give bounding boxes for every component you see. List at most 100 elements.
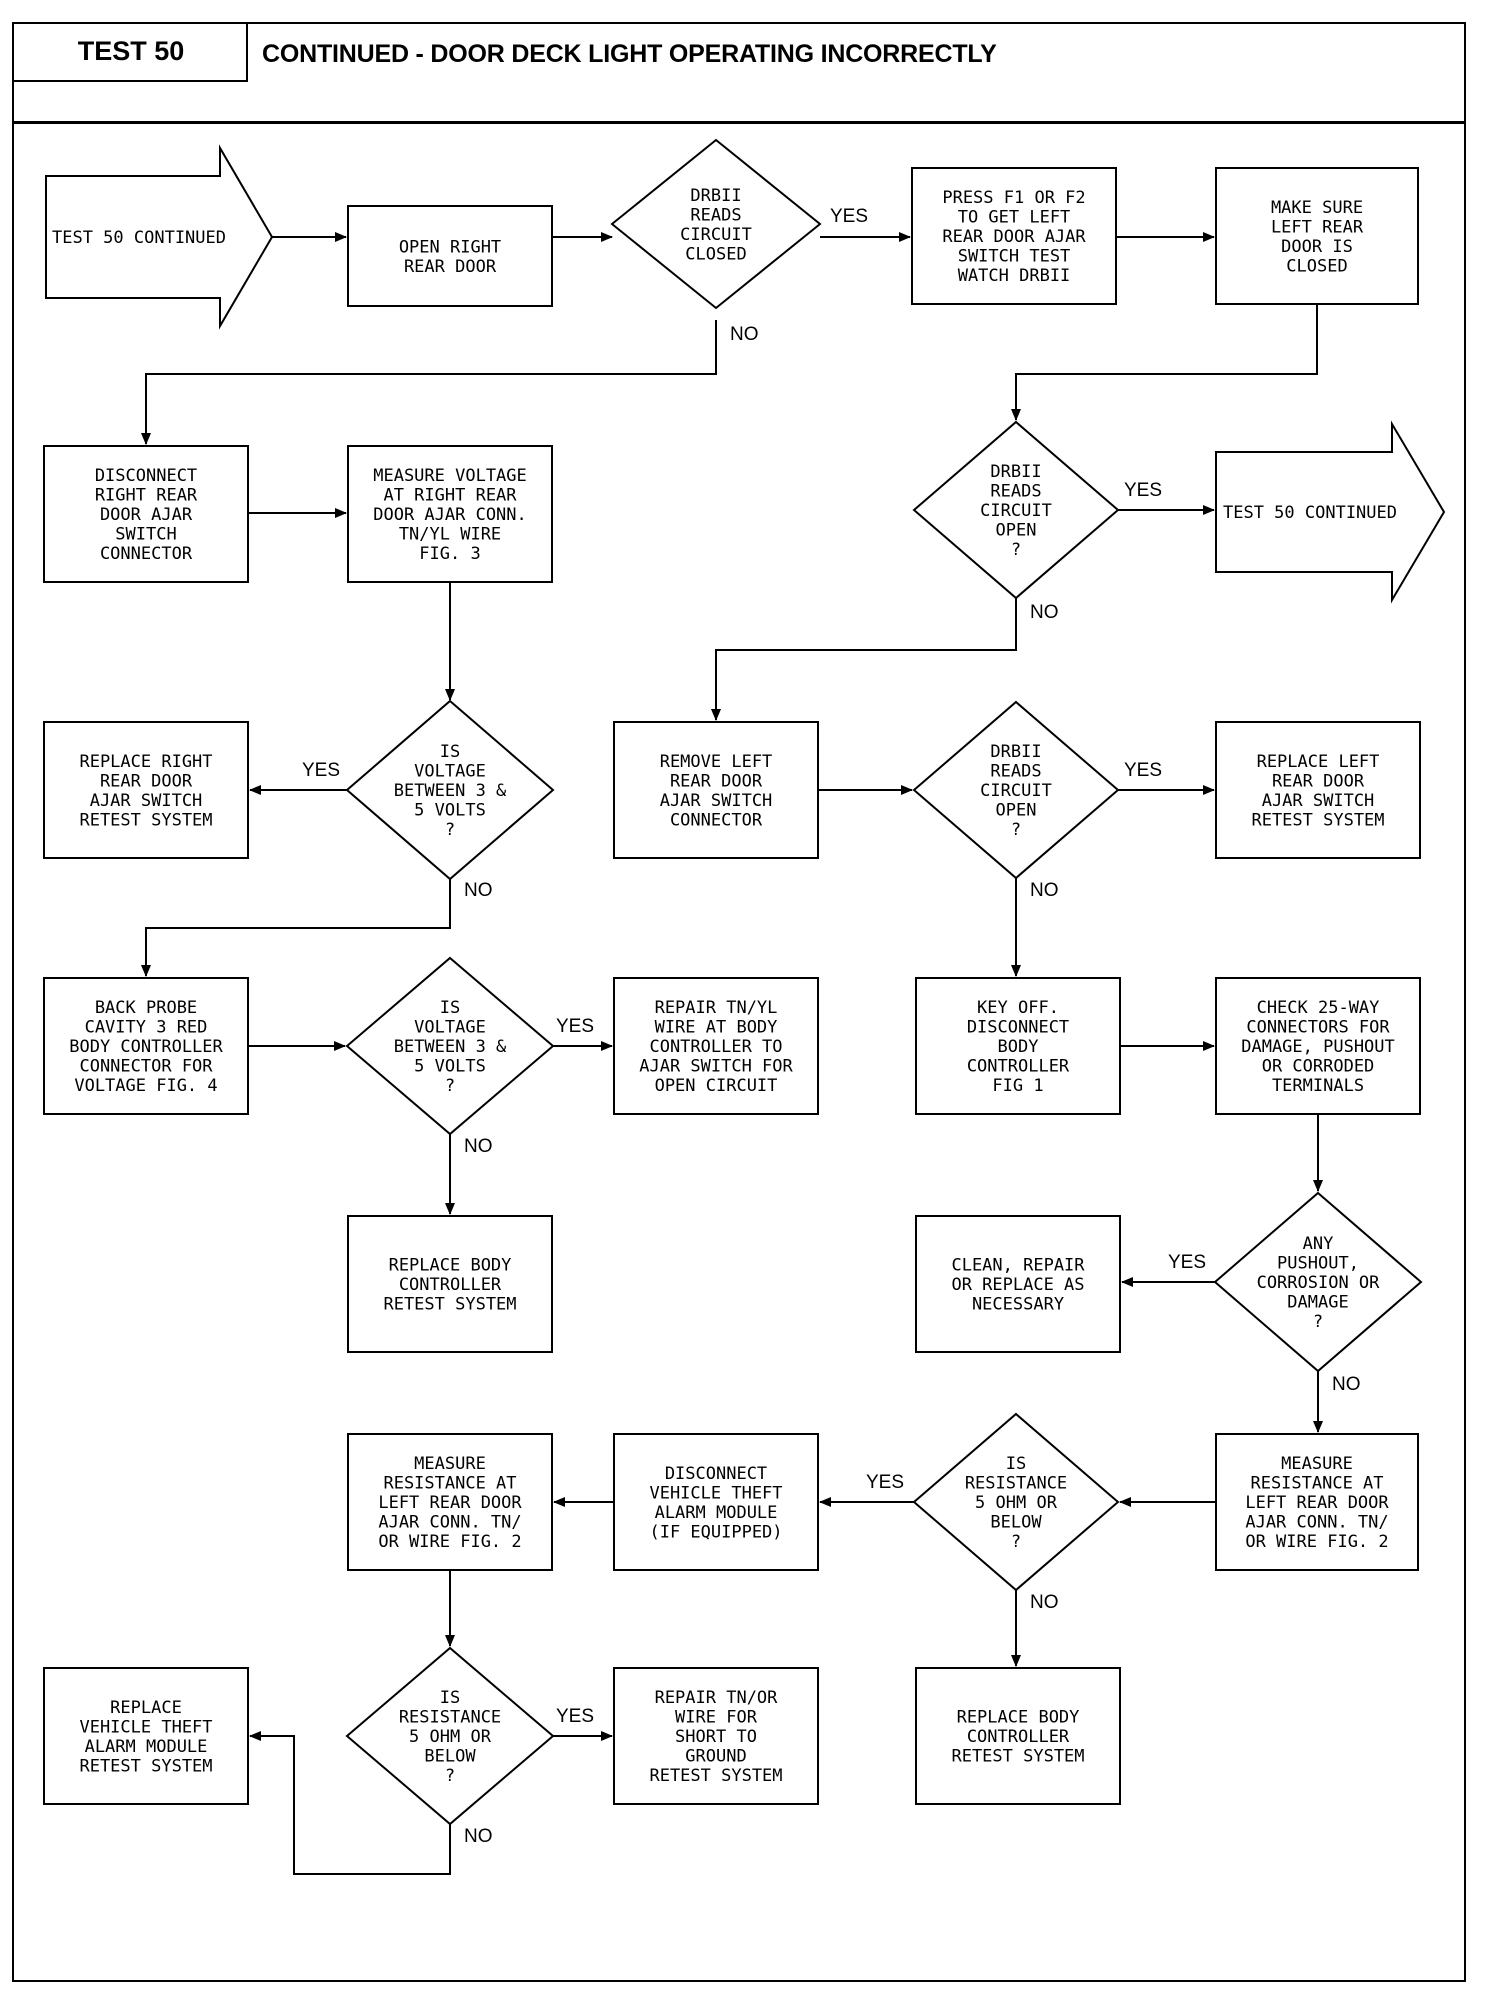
node-label: DOOR AJAR CONN. <box>373 505 527 525</box>
node-label: VOLTAGE <box>414 762 486 782</box>
process-box <box>347 445 553 583</box>
edge-label: NO <box>1030 1592 1059 1613</box>
node-label: AT RIGHT REAR <box>383 486 517 506</box>
edge-label: NO <box>1030 602 1059 623</box>
node-label: CONTROLLER TO <box>649 1037 782 1057</box>
node-label: REPLACE LEFT <box>1257 752 1380 772</box>
node-label: CONNECTORS FOR <box>1246 1018 1390 1038</box>
edge-label: YES <box>556 1016 594 1037</box>
process-box <box>347 1215 553 1353</box>
process-box <box>915 1667 1121 1805</box>
node-label: DAMAGE, PUSHOUT <box>1241 1037 1395 1057</box>
node-label: BETWEEN 3 & <box>394 781 507 801</box>
node-label: TO GET LEFT <box>958 208 1071 228</box>
node-label: MAKE SURE <box>1271 198 1363 218</box>
node-label: REMOVE LEFT <box>660 752 773 772</box>
node-label: RETEST SYSTEM <box>951 1747 1084 1767</box>
node-label: REAR DOOR <box>1272 771 1365 791</box>
node-label: FIG. 3 <box>419 544 480 564</box>
edge-label: YES <box>302 760 340 781</box>
node-label: CLOSED <box>1286 256 1347 276</box>
node-label: CONTROLLER <box>399 1275 502 1295</box>
process-box <box>613 1433 819 1571</box>
node-label: MEASURE VOLTAGE <box>373 466 527 486</box>
node-label: SHORT TO <box>675 1727 757 1747</box>
process-box <box>915 1215 1121 1353</box>
edge-label: YES <box>830 206 868 227</box>
node-label: DOOR AJAR <box>100 505 193 525</box>
node-label: ALARM MODULE <box>85 1737 208 1757</box>
node-label: LEFT REAR DOOR <box>1245 1493 1389 1513</box>
node-label: CONNECTOR FOR <box>79 1057 213 1077</box>
node-label: ? <box>445 1076 455 1096</box>
process-box <box>1215 721 1421 859</box>
connector-make-sure-to-d-open1 <box>1011 304 1318 421</box>
edge-label: NO <box>464 1826 493 1847</box>
node-label: AJAR CONN. TN/ <box>378 1513 521 1533</box>
node-label: CONNECTOR <box>100 544 193 564</box>
node-label: RETEST SYSTEM <box>383 1295 516 1315</box>
node-label: VEHICLE THEFT <box>79 1717 212 1737</box>
node-label: READS <box>690 205 741 225</box>
node-label: MEASURE <box>414 1454 486 1474</box>
header-bar <box>12 22 1466 124</box>
node-label: DISCONNECT <box>95 466 197 486</box>
node-label: BELOW <box>424 1747 476 1767</box>
node-label: OPEN RIGHT <box>399 237 501 257</box>
node-label: REPLACE RIGHT <box>79 752 212 772</box>
node-label: AJAR SWITCH <box>90 791 203 811</box>
node-label: RIGHT REAR <box>95 486 198 506</box>
node-label: CONTROLLER <box>967 1057 1070 1077</box>
node-label: CIRCUIT <box>980 501 1052 521</box>
node-label: BODY <box>998 1037 1039 1057</box>
edge-label: YES <box>1124 760 1162 781</box>
page-frame <box>12 22 1466 1982</box>
edge-label: NO <box>730 324 759 345</box>
node-label: IS <box>440 742 460 762</box>
node-label: BACK PROBE <box>95 998 197 1018</box>
process-box <box>43 1667 249 1805</box>
node-label: DRBII <box>990 742 1041 762</box>
decision-diamond <box>345 1646 555 1826</box>
node-label: 5 OHM OR <box>409 1727 492 1747</box>
node-label: 5 OHM OR <box>975 1493 1058 1513</box>
node-label: DRBII <box>990 462 1041 482</box>
decision-diamond <box>912 1412 1120 1592</box>
node-label: ANY <box>1303 1234 1334 1254</box>
node-label: CLEAN, REPAIR <box>951 1256 1085 1276</box>
node-label: KEY OFF. <box>977 998 1059 1018</box>
process-box <box>1215 1433 1419 1571</box>
node-label: MEASURE <box>1281 1454 1353 1474</box>
node-start: TEST 50 CONTINUED <box>45 144 274 330</box>
node-label: REAR DOOR <box>670 771 763 791</box>
node-label: REPLACE BODY <box>389 1256 512 1276</box>
test-number-box <box>14 24 248 82</box>
node-label: READS <box>990 482 1041 502</box>
node-label: RESISTANCE <box>399 1708 501 1728</box>
node-label: RETEST SYSTEM <box>79 810 212 830</box>
node-label: REAR DOOR <box>100 771 193 791</box>
node-label: READS <box>990 762 1041 782</box>
node-label: OR REPLACE AS <box>951 1275 1084 1295</box>
edge-label: NO <box>464 880 493 901</box>
node-label: TEST 50 CONTINUED <box>1223 503 1397 523</box>
node-label: CHECK 25-WAY <box>1257 998 1380 1018</box>
block-arrow <box>1215 420 1446 604</box>
node-label: VOLTAGE FIG. 4 <box>74 1076 217 1096</box>
node-label: CIRCUIT <box>980 781 1052 801</box>
process-box <box>613 977 819 1115</box>
